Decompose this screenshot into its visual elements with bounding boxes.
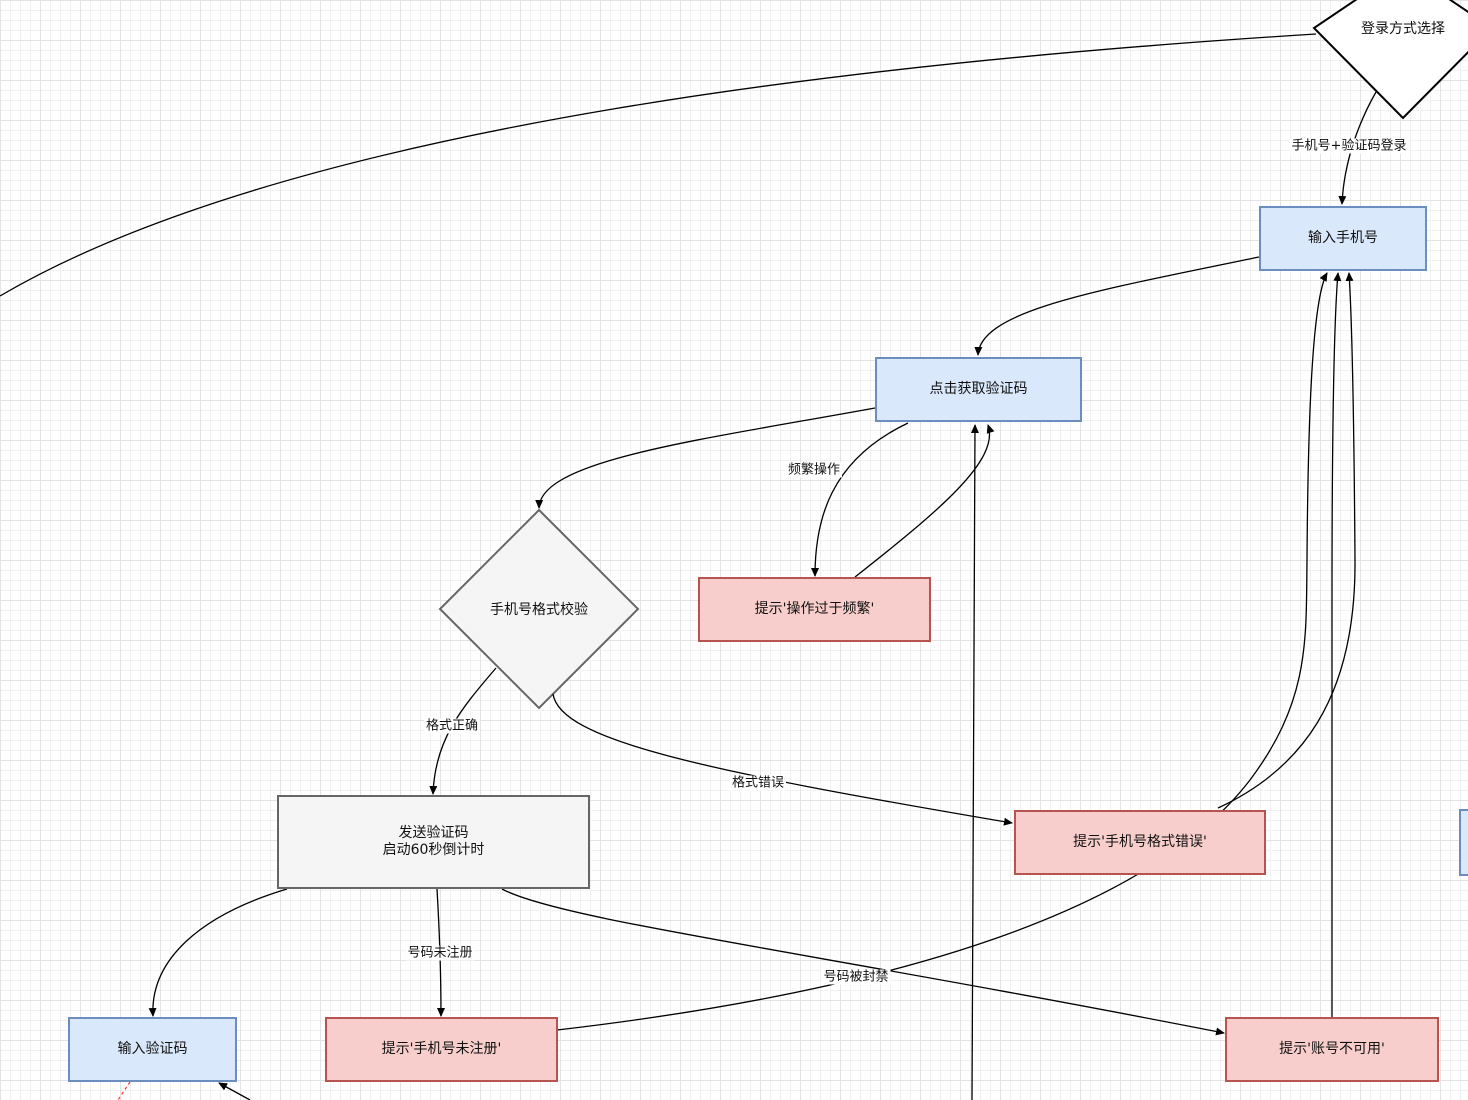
edge-label-banned: 号码被封禁 <box>821 969 891 985</box>
get-code-node[interactable]: 点击获取验证码 <box>875 357 1082 422</box>
edge-bottom-to-getcode <box>970 424 979 1100</box>
edge-label-format-correct: 格式正确 <box>423 718 481 734</box>
edge-check-to-formaterror <box>552 693 1013 826</box>
edge-login-to-left <box>0 33 1317 297</box>
edge-getcode-to-check <box>535 407 876 509</box>
format-check-label: 手机号格式校验 <box>490 602 588 618</box>
edge-phone-to-getcode <box>974 256 1260 356</box>
edge-formaterror-to-phone <box>1217 272 1356 809</box>
edge-unavailable-to-phone <box>1331 272 1342 1017</box>
account-unavailable-node[interactable]: 提示'账号不可用' <box>1225 1017 1439 1082</box>
edge-notregistered-to-phone <box>556 272 1328 1031</box>
format-check-diamond[interactable] <box>438 508 640 710</box>
input-phone-node[interactable]: 输入手机号 <box>1259 206 1427 271</box>
edge-label-unregistered: 号码未注册 <box>405 945 475 961</box>
offscreen-node-partial <box>1459 809 1468 876</box>
edge-label-frequent: 频繁操作 <box>785 462 843 478</box>
input-code-node[interactable]: 输入验证码 <box>68 1017 237 1082</box>
login-choice-label: 登录方式选择 <box>1361 21 1445 37</box>
login-choice-diamond[interactable] <box>1312 0 1468 120</box>
edge-send-to-inputcode <box>148 888 288 1017</box>
edge-getcode-to-frequent <box>811 422 909 577</box>
edge-bottom-to-inputcode <box>218 1082 251 1100</box>
edge-label-format-wrong: 格式错误 <box>729 775 787 791</box>
send-code-node[interactable]: 发送验证码 启动60秒倒计时 <box>277 795 590 889</box>
dashed-edge-stub <box>117 1081 131 1100</box>
edge-frequent-to-getcode <box>854 424 995 578</box>
not-registered-node[interactable]: 提示'手机号未注册' <box>325 1017 558 1082</box>
too-frequent-node[interactable]: 提示'操作过于频繁' <box>698 577 931 642</box>
edge-send-to-unavailable <box>501 888 1225 1036</box>
edge-label-phone-code-login: 手机号+验证码登录 <box>1289 138 1409 154</box>
format-error-node[interactable]: 提示'手机号格式错误' <box>1014 810 1266 875</box>
